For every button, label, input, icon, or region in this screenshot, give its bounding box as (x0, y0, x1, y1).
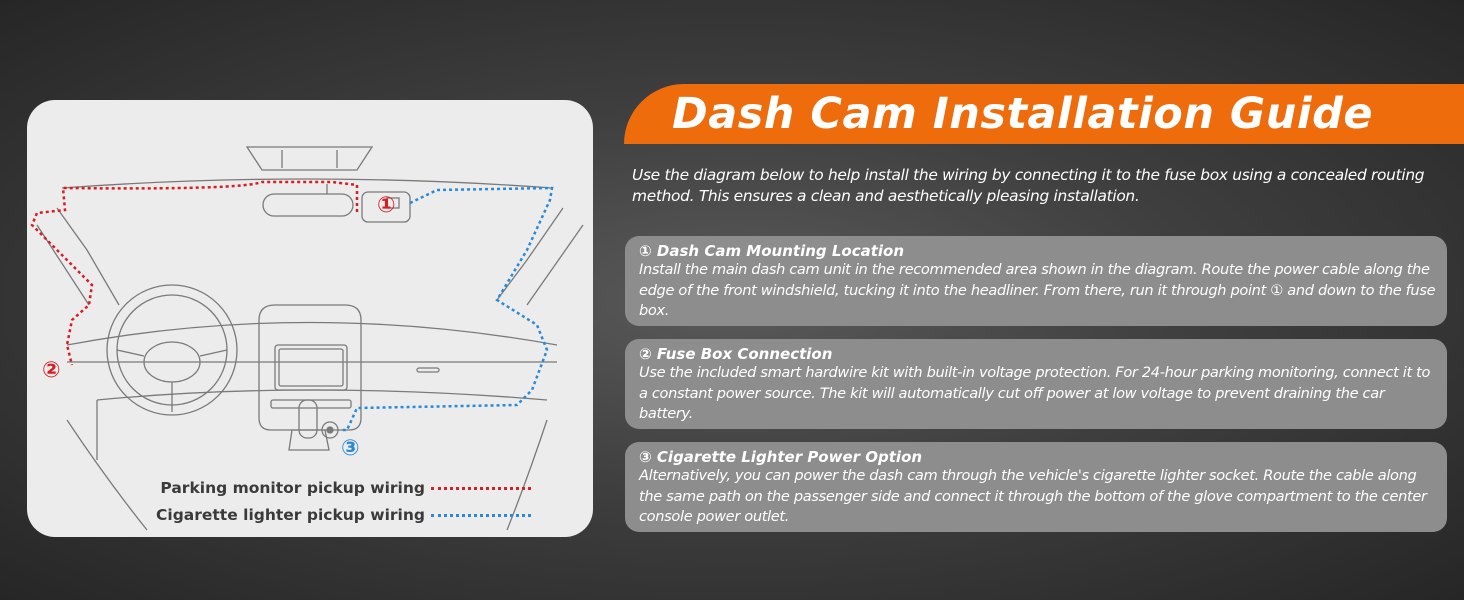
legend-parking: Parking monitor pickup wiring (27, 476, 593, 500)
parking-wire (30, 180, 359, 366)
step-body: Use the included smart hardwire kit with… (639, 364, 1431, 422)
step-title: ③ Cigarette Lighter Power Option (639, 448, 923, 466)
step-body: Install the main dash cam unit in the re… (639, 261, 1436, 319)
title-banner (624, 84, 1464, 144)
car-interior-diagram: ① ② ③ Parking monitor pickup wiring Ciga… (27, 100, 593, 537)
step-title: ① Dash Cam Mounting Location (639, 242, 905, 260)
step-title: ② Fuse Box Connection (639, 345, 833, 363)
step-box-mounting: ① Dash Cam Mounting Location Install the… (625, 236, 1447, 326)
marker-3: ③ (341, 436, 360, 461)
intro-text: Use the diagram below to help install th… (632, 166, 1425, 205)
step-body: Alternatively, you can power the dash ca… (639, 467, 1427, 525)
legend-parking-line (431, 486, 531, 490)
marker-1: ① (377, 193, 396, 218)
step-box-cigarette: ③ Cigarette Lighter Power Option Alterna… (625, 442, 1447, 532)
legend-parking-label: Parking monitor pickup wiring (160, 479, 425, 497)
legend-cigarette: Cigarette lighter pickup wiring (27, 503, 593, 527)
legend-cigarette-label: Cigarette lighter pickup wiring (156, 506, 425, 524)
cigarette-wire (340, 186, 554, 432)
car-interior-illustration: ① ② ③ (30, 146, 584, 531)
legend-cigarette-line (431, 513, 531, 517)
step-box-fuse: ② Fuse Box Connection Use the included s… (625, 339, 1447, 429)
page-title: Dash Cam Installation Guide (672, 89, 1374, 139)
marker-2: ② (42, 358, 61, 383)
